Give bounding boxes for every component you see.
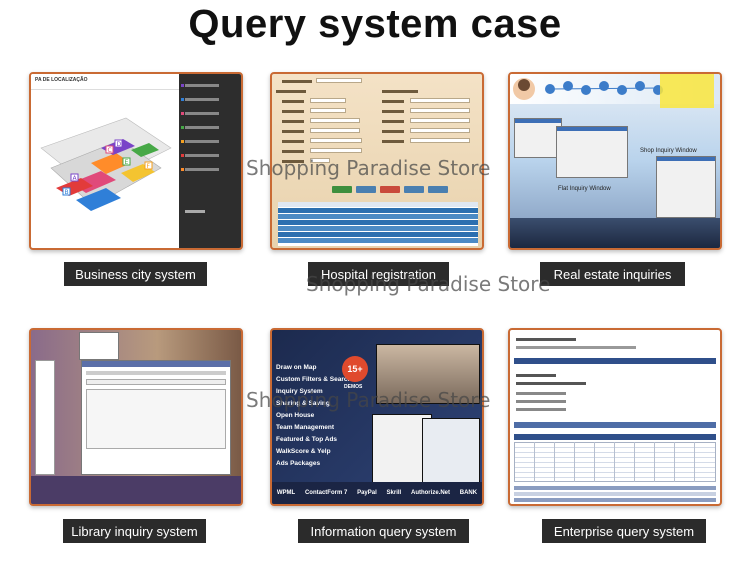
library-side-toolbar — [35, 360, 55, 475]
inquiry-window-right — [656, 156, 716, 218]
logo-wpml: WPML — [276, 490, 296, 496]
caption-hospital: Hospital registration — [308, 262, 449, 286]
card-enterprise-thumbnail[interactable] — [508, 328, 722, 506]
logo-authorize-net: Authorize.Net — [410, 490, 450, 496]
zone-label-d: D — [117, 141, 122, 148]
library-footer-band — [31, 476, 241, 504]
demos-badge-label: DEMOS — [344, 384, 363, 390]
floor-map-illustration: A B C D E F — [40, 117, 172, 211]
feature-custom-filters: Custom Filters & Search — [276, 376, 352, 383]
sticky-note — [660, 74, 714, 108]
map-heading: PA DE LOCALIZAÇÃO — [35, 77, 88, 83]
zone-label-b: B — [65, 189, 69, 196]
feature-ads-packages: Ads Packages — [276, 460, 321, 467]
card-information-thumbnail[interactable]: Draw on Map Custom Filters & Search Inqu… — [270, 328, 484, 506]
preview-screenshot-right — [422, 418, 480, 484]
feature-team-management: Team Management — [276, 424, 335, 431]
flat-inquiry-label: Flat Inquiry Window — [558, 186, 611, 192]
caption-enterprise: Enterprise query system — [542, 519, 706, 543]
card-library-thumbnail[interactable] — [29, 328, 243, 506]
caption-information: Information query system — [298, 519, 469, 543]
map-header: PA DE LOCALIZAÇÃO — [31, 74, 181, 90]
caption-business-city: Business city system — [64, 262, 207, 286]
enterprise-table-head — [514, 434, 716, 440]
partner-logos: WPML ContactForm 7 PayPal Skrill Authori… — [272, 482, 482, 504]
zone-label-f: F — [147, 163, 151, 170]
enterprise-header-bar — [514, 358, 716, 364]
card-hospital-thumbnail[interactable] — [270, 72, 484, 250]
demos-badge: 15+ — [342, 356, 368, 382]
patient-table — [278, 202, 478, 246]
shop-inquiry-label: Shop Inquiry Window — [640, 148, 697, 154]
logo-contactform: ContactForm 7 — [304, 490, 348, 496]
zone-label-c: C — [108, 147, 112, 154]
zone-label-a: A — [73, 175, 78, 182]
logo-paypal: PayPal — [357, 490, 377, 496]
library-main-window — [81, 360, 231, 475]
city-skyline — [510, 218, 720, 248]
card-real-estate-thumbnail[interactable]: Shop Inquiry Window Flat Inquiry Window — [508, 72, 722, 250]
feature-walkscore-yelp: WalkScore & Yelp — [276, 448, 331, 455]
caption-real-estate: Real estate inquiries — [540, 262, 685, 286]
preview-screenshot-top — [376, 344, 480, 404]
zone-label-e: E — [125, 159, 129, 166]
card-business-city-thumbnail[interactable]: PA DE LOCALIZAÇÃO A B C D E F — [29, 72, 243, 250]
feature-inquiry-system: Inquiry System — [276, 388, 323, 395]
inquiry-window-main — [556, 126, 628, 178]
feature-draw-on-map: Draw on Map — [276, 364, 317, 371]
feature-open-house: Open House — [276, 412, 315, 419]
inquiry-window-small — [514, 118, 562, 158]
map-side-panel — [179, 74, 241, 248]
logo-bank: BANK — [459, 490, 478, 496]
feature-sharing-saving: Sharing & Saving — [276, 400, 330, 407]
logo-skrill: Skrill — [386, 490, 402, 496]
feature-featured-top-ads: Featured & Top Ads — [276, 436, 338, 443]
enterprise-data-table — [514, 442, 716, 482]
caption-library: Library inquiry system — [63, 519, 206, 543]
library-menu — [79, 332, 119, 360]
enterprise-subheader — [514, 422, 716, 428]
page-title: Query system case — [188, 2, 562, 46]
